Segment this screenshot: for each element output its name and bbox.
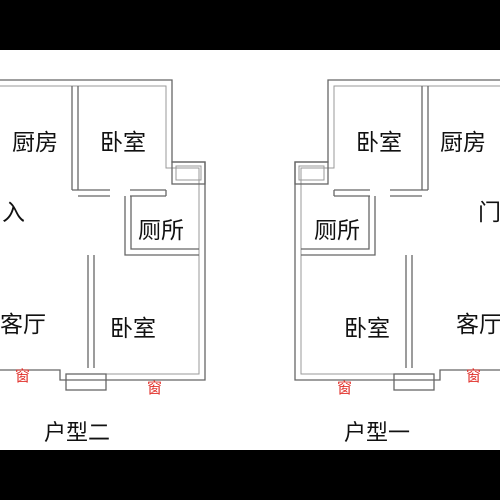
plan-right-balcony-inner [298,165,325,181]
plan-right-bedroom-top-label: 卧室 [356,130,402,156]
plan-right-bottom-box [393,373,435,391]
plan-left-bottom-box [65,373,107,391]
plan-right-window-left-label: 窗 [337,379,352,397]
floor-plans: 厨房 卧室 入 厕所 客厅 卧室 窗 窗 户型二 卧室 厨房 门 厕所 卧室 客… [0,79,500,446]
plan-right-living-label: 客厅 [456,312,500,338]
plan-left-balcony-box [171,161,206,185]
plan-left-toilet-label: 厕所 [138,218,184,244]
bottom-black-band [0,450,500,500]
plan-left-outer-wall [0,79,206,381]
plan-left-balcony-inner [175,165,202,181]
plan-left-bedroom-bottom-label: 卧室 [110,316,156,342]
plan-left-wall-kitchen-bedroom [71,86,79,191]
plan-right-caption: 户型一 [344,421,410,446]
plan-left-kitchen-label: 厨房 [12,130,58,156]
plan-left-entrance-label: 入 [2,200,25,226]
plan-right-bedroom-bottom-label: 卧室 [344,316,390,342]
plan-right: 卧室 厨房 门 厕所 卧室 客厅 窗 窗 户型一 [294,79,500,446]
plan-left-window-left-label: 窗 [15,367,30,385]
plan-left-caption: 户型二 [44,421,110,446]
plan-right-outer-wall [294,79,500,381]
plan-right-entrance-label: 门 [478,200,500,226]
plan-right-toilet-walls [301,196,376,256]
plan-left-wall-bedroom-bottom [78,189,167,197]
plan-right-outer-wall-inner [300,85,500,375]
plan-right-kitchen-label: 厨房 [440,130,486,156]
plan-left-outer-wall-inner [0,85,200,375]
plan-right-window-right-label: 窗 [466,367,481,385]
plan-left-toilet-walls [124,196,199,256]
plan-right-toilet-label: 厕所 [314,218,360,244]
plan-right-wall-bedroom-living [405,255,413,368]
plan-left-living-label: 客厅 [0,312,46,338]
plan-left-wall-living-bedroom [87,255,95,368]
plan-right-balcony-box [294,161,329,185]
plan-left-window-right-label: 窗 [147,379,162,397]
top-black-band [0,0,500,50]
plan-right-wall-bedroom-kitchen [421,86,429,191]
plan-left: 厨房 卧室 入 厕所 客厅 卧室 窗 窗 户型二 [0,79,206,446]
plan-left-bedroom-top-label: 卧室 [100,130,146,156]
plan-right-wall-bedroom-bottom [333,189,422,197]
